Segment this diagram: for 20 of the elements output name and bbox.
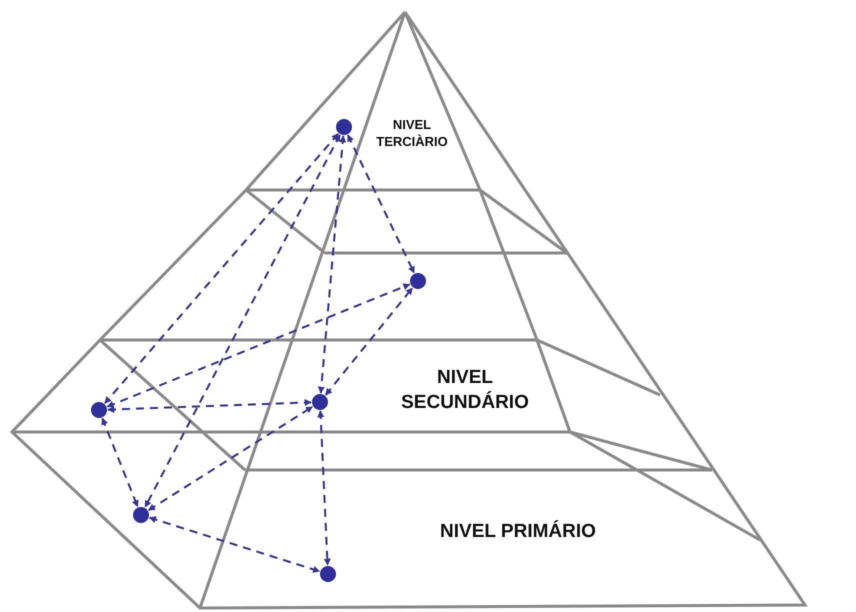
dashed-arrow [101,418,139,508]
level-label: NIVEL PRIMÁRIO [439,520,597,544]
point-dot [312,394,328,410]
point-dot [410,273,426,289]
level-label: NIVEL TERCIÀRIO [375,117,449,151]
point-dot [336,119,352,135]
point-dot [320,566,336,582]
dashed-arrow [144,134,341,508]
dashed-arrow [148,406,313,512]
dashed-arrow [148,516,320,573]
dashed-arrow [324,287,414,396]
level-label: NIVEL SECUNDÁRIO [400,366,530,415]
point-dot [91,402,107,418]
dashed-arrow [107,399,312,413]
dashed-arrow [318,135,346,394]
dashed-arrow [347,134,415,274]
dashed-arrow [104,133,339,404]
point-dot [133,507,149,523]
dashed-arrow [317,410,331,566]
dashed-arrow [106,283,410,408]
